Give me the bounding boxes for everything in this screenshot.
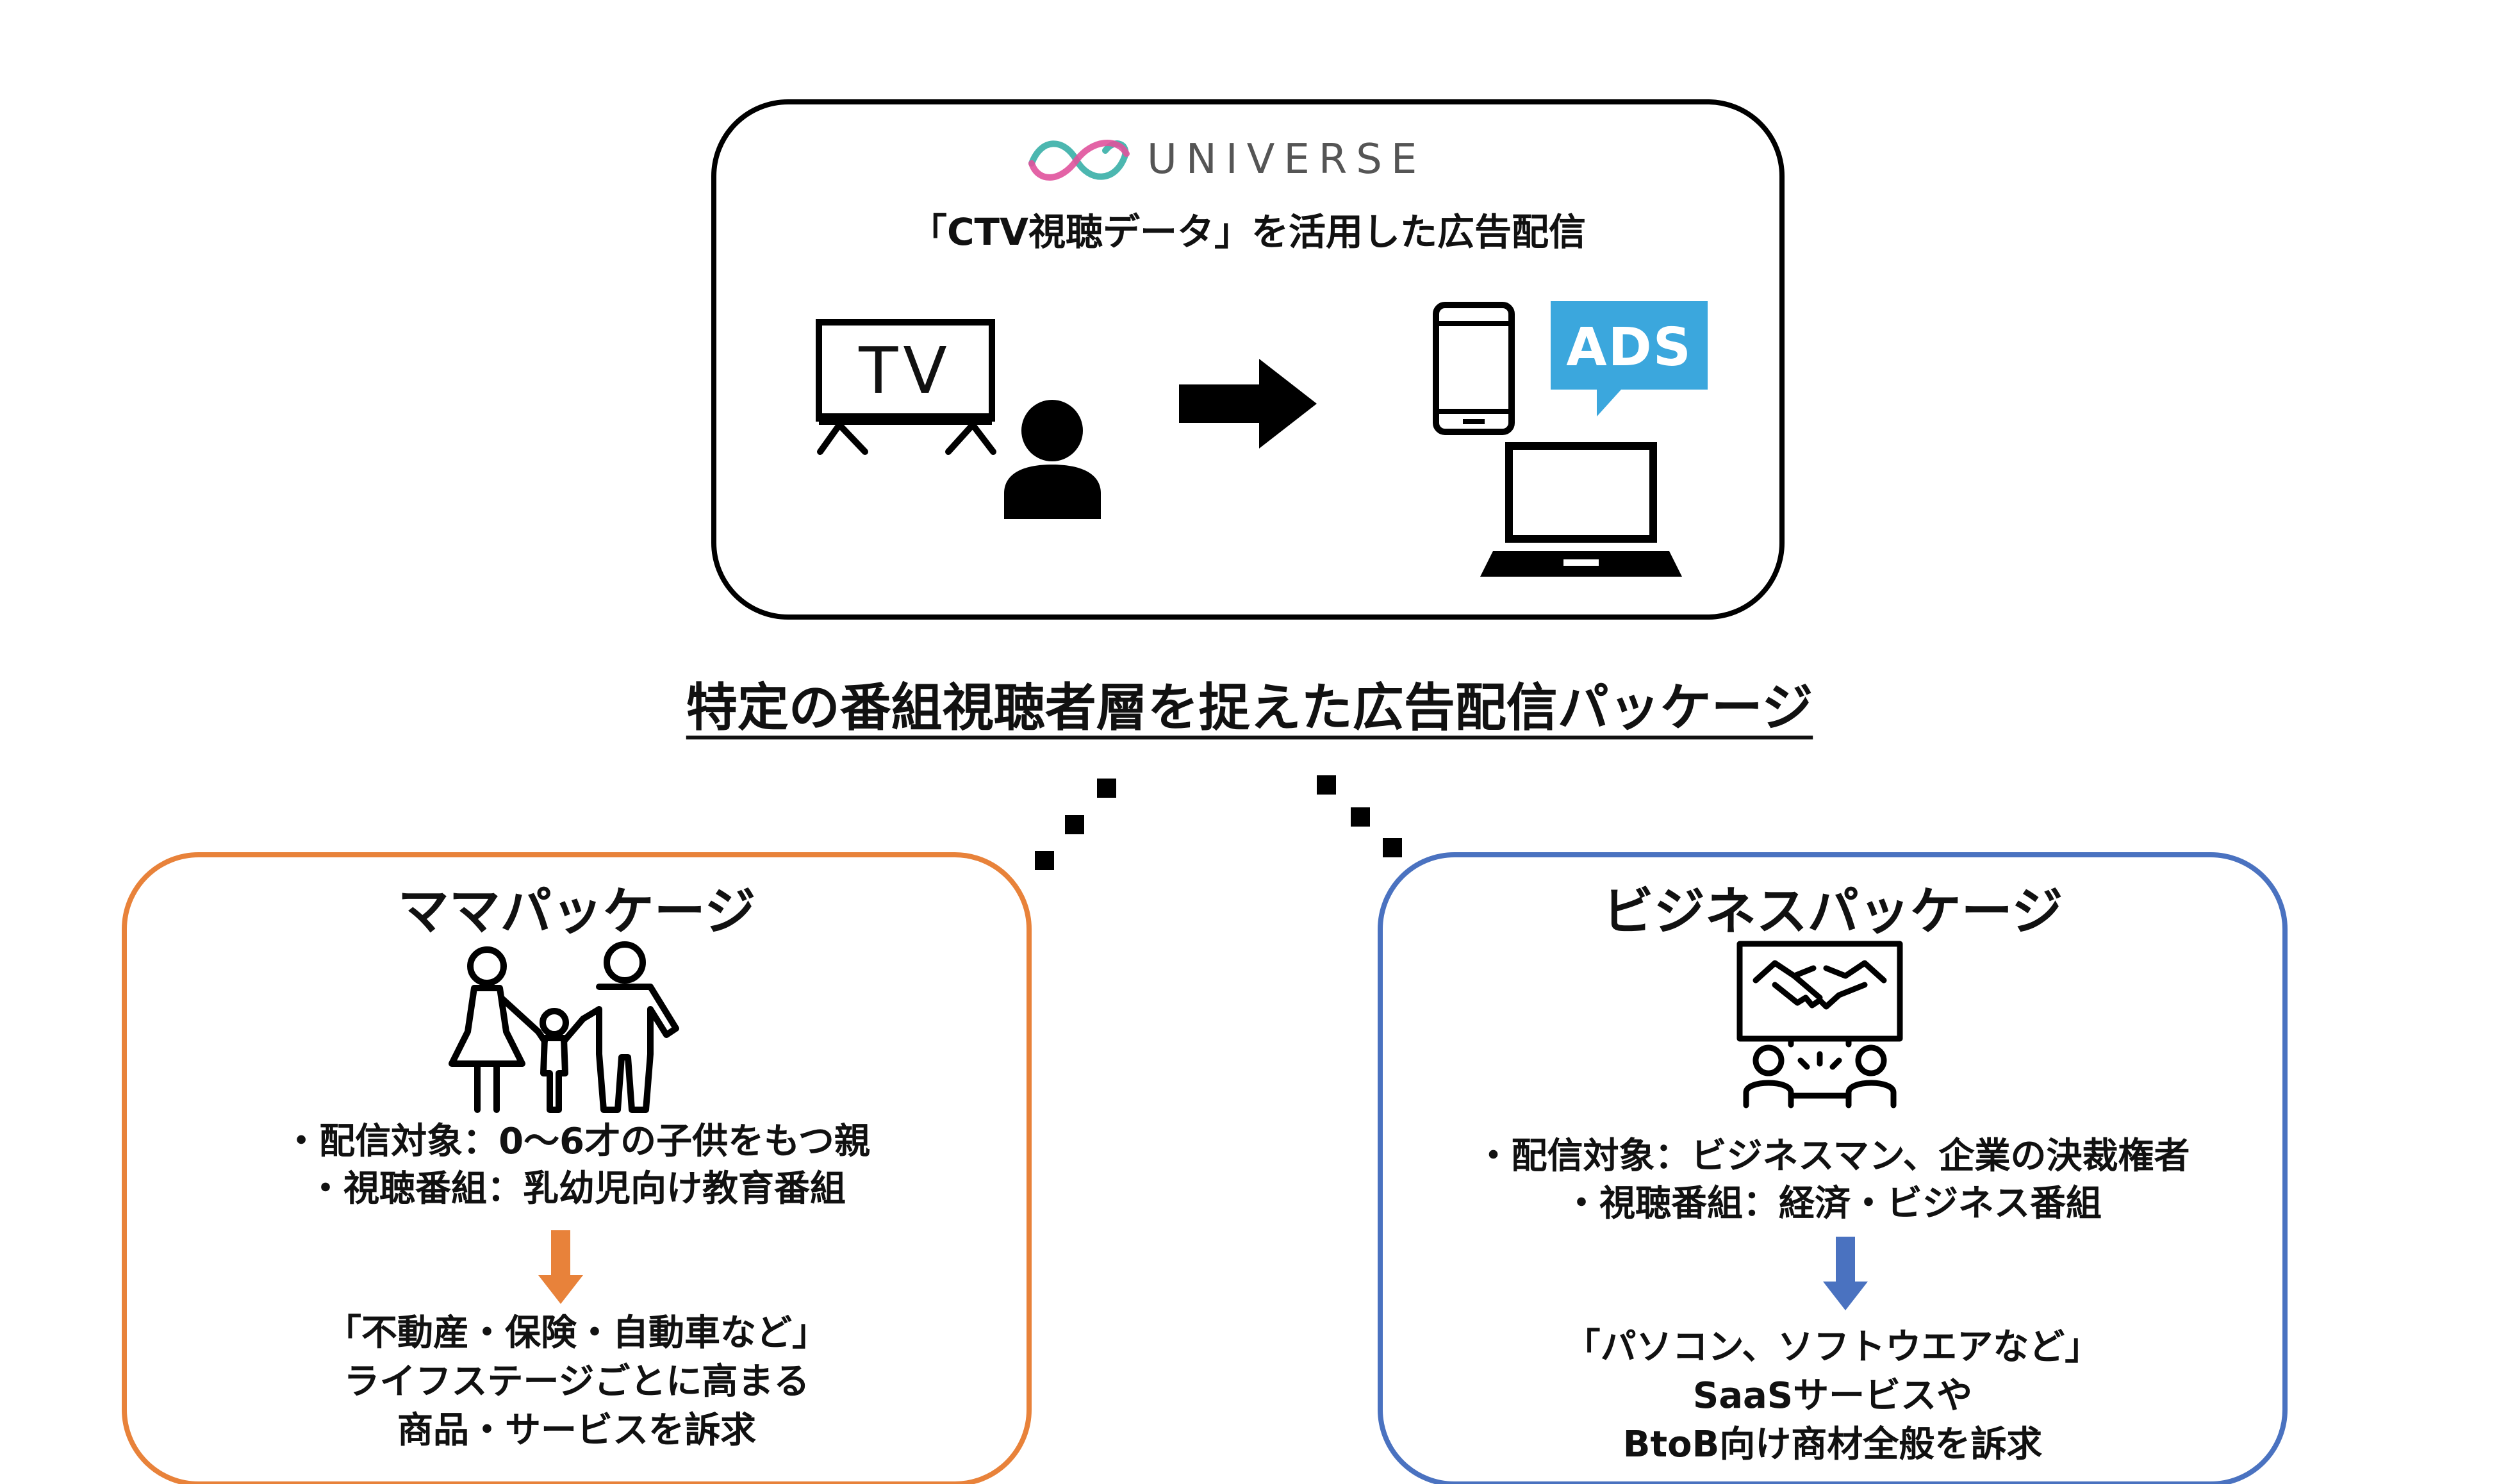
laptop-icon <box>1480 442 1682 577</box>
mama-package-title: ママパッケージ <box>397 882 756 941</box>
business-result-line-1: 「パソコン、ソフトウエアなど」 <box>1564 1326 2101 1368</box>
tv-label: TV <box>859 333 952 408</box>
business-details: ・配信対象：ビジネスマン、企業の決裁権者 ・視聴番組：経済・ビジネス番組 <box>1378 1133 2288 1228</box>
down-arrow-icon <box>1823 1237 1868 1310</box>
mama-result-line-1: 「不動産・保険・自動車など」 <box>326 1312 828 1354</box>
family-icon <box>449 941 679 1113</box>
business-package-title: ビジネスパッケージ <box>1602 882 2063 941</box>
business-target-line: ・配信対象：ビジネスマン、企業の決裁権者 <box>1475 1135 2190 1177</box>
business-program-line: ・視聴番組：経済・ビジネス番組 <box>1563 1183 2102 1224</box>
top-subtitle: 「CTV視聴データ」を活用した広告配信 <box>909 210 1587 254</box>
package-headline: 特定の番組視聴者層を捉えた広告配信パッケージ <box>686 678 1813 738</box>
mama-result-line-2: ライフステージごとに高まる <box>343 1361 810 1403</box>
business-result: 「パソコン、ソフトウエアなど」 SaaSサービスや BtoB向け商材全般を訴求 <box>1378 1323 2288 1469</box>
business-result-line-2: SaaSサービスや <box>1692 1375 1973 1417</box>
person-icon <box>1004 400 1101 519</box>
ads-label: ADS <box>1566 317 1692 378</box>
business-result-line-3: BtoB向け商材全般を訴求 <box>1622 1424 2043 1465</box>
business-meeting-icon <box>1736 941 1903 1109</box>
universe-logo-mark-icon <box>1028 140 1130 181</box>
right-arrow-icon <box>1179 359 1317 449</box>
mama-target-line: ・配信対象：0〜6才の子供をもつ親 <box>283 1121 870 1162</box>
mama-result: 「不動産・保険・自動車など」 ライフステージごとに高まる 商品・サービスを訴求 <box>122 1309 1032 1455</box>
smartphone-icon <box>1433 302 1515 435</box>
business-package-panel <box>1378 852 2288 1484</box>
mama-package-panel <box>122 852 1032 1484</box>
mama-details: ・配信対象：0〜6才の子供をもつ親 ・視聴番組：乳幼児向け教育番組 <box>122 1118 1032 1213</box>
down-arrow-icon <box>538 1230 583 1304</box>
mama-result-line-3: 商品・サービスを訴求 <box>397 1410 756 1451</box>
ads-bubble-icon <box>1551 301 1708 416</box>
universe-logo-text: UNIVERSE <box>1147 136 1426 183</box>
tv-icon <box>816 319 996 455</box>
dotted-connector-right <box>1317 775 1402 857</box>
dotted-connector-left <box>1035 779 1116 870</box>
mama-program-line: ・視聴番組：乳幼児向け教育番組 <box>308 1168 846 1210</box>
